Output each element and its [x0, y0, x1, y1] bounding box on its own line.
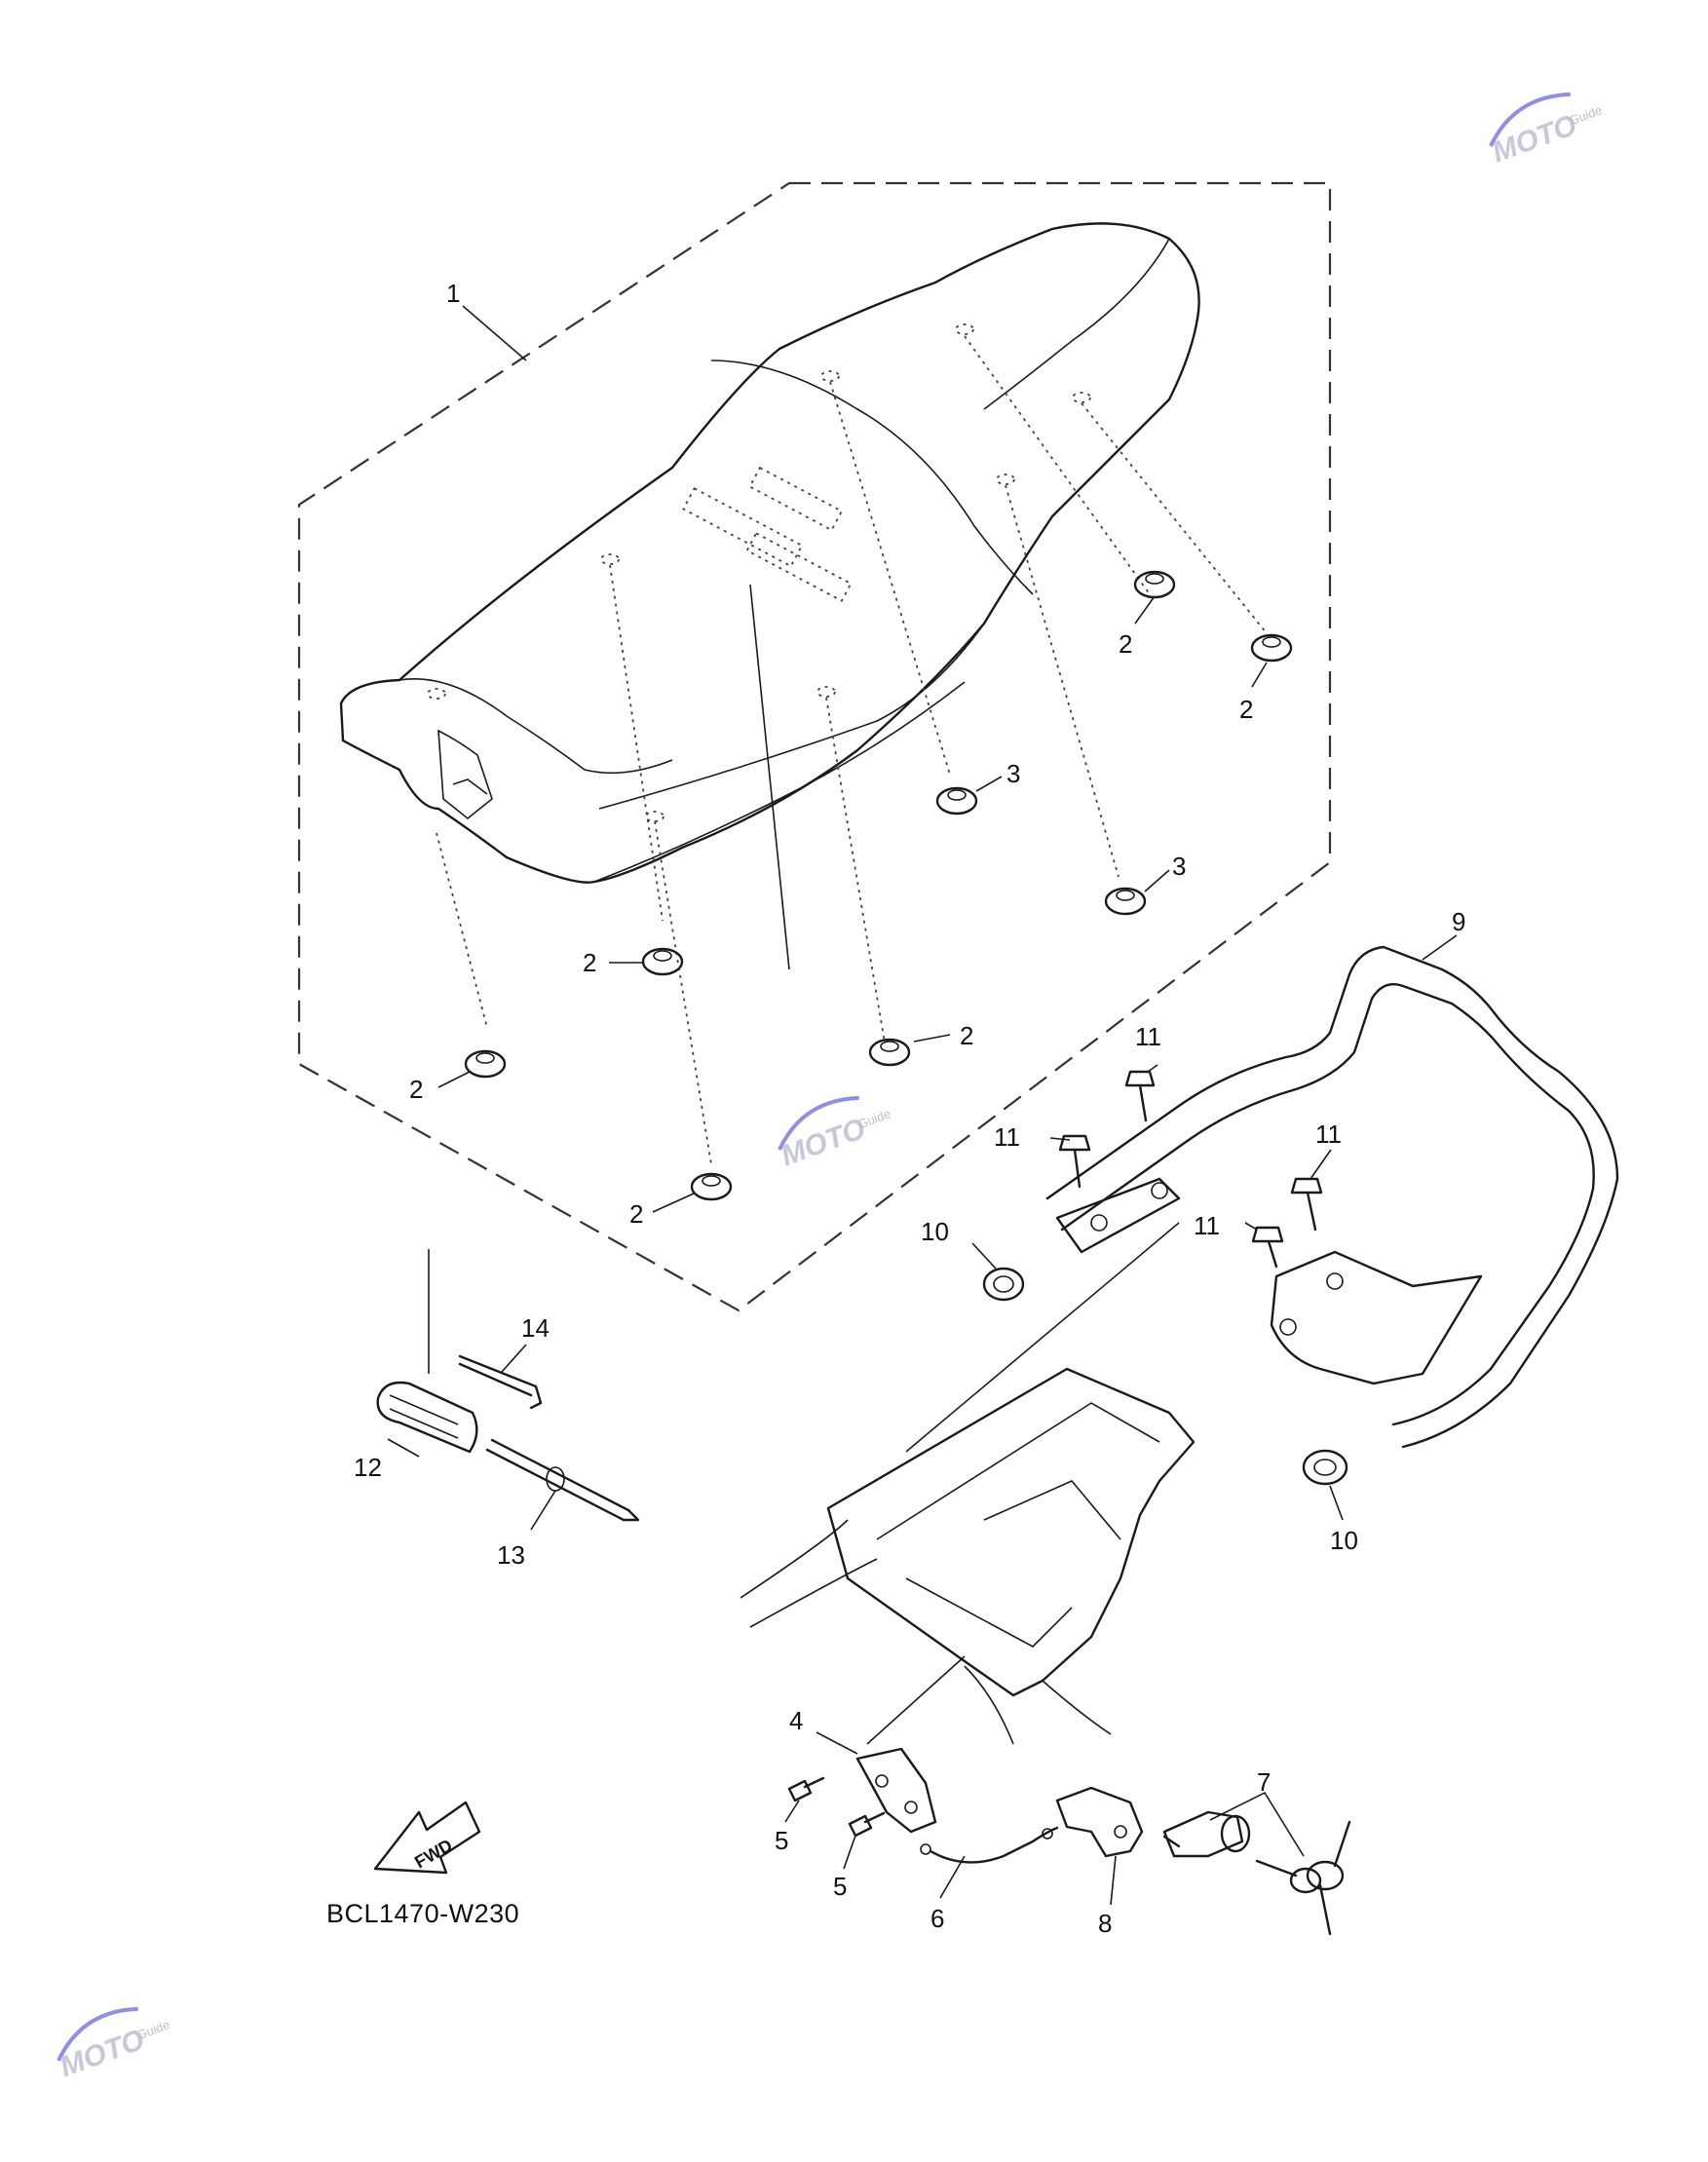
seat [339, 222, 1200, 884]
bolt-5-a [787, 1776, 825, 1802]
callout-13: 13 [497, 1540, 525, 1570]
damper-2-f [1250, 633, 1293, 663]
lock-holder-bracket [1055, 1786, 1144, 1858]
damper-2-a [464, 1049, 507, 1079]
bolt-11-a [1058, 1134, 1091, 1189]
callout-3: 3 [1006, 759, 1020, 788]
seat-lock-bracket [855, 1747, 937, 1834]
callout-10: 10 [1330, 1526, 1358, 1555]
callout-2: 2 [583, 948, 596, 977]
svg-text:MOTO: MOTO [1488, 109, 1580, 170]
callout-6: 6 [930, 1904, 944, 1933]
callout-5: 5 [833, 1872, 847, 1901]
svg-text:MOTO: MOTO [56, 2024, 148, 2084]
callout-2: 2 [1239, 695, 1253, 724]
fwd-arrow: FWD [373, 1801, 481, 1875]
bolt-11-c [1251, 1226, 1284, 1269]
svg-text:Guide: Guide [135, 2017, 172, 2042]
watermark-bottom-left: MOTO Guide [56, 2006, 172, 2084]
callout-11: 11 [1135, 1022, 1161, 1051]
damper-2-b [641, 947, 684, 976]
damper-2-e [1133, 570, 1176, 599]
callout-11: 11 [1315, 1119, 1342, 1149]
callout-7: 7 [1257, 1767, 1271, 1797]
damper-3-a [935, 786, 978, 815]
assembly-boundary [297, 181, 1332, 1312]
callout-8: 8 [1098, 1909, 1112, 1938]
bolt-11-b [1124, 1070, 1156, 1122]
callout-1: 1 [446, 279, 460, 308]
alignment-lines [436, 335, 1268, 1165]
screwdriver-bit [485, 1438, 640, 1522]
damper-2-c [690, 1172, 733, 1201]
grab-bar [905, 945, 1619, 1453]
end-cap-10-b [1302, 1449, 1348, 1486]
hex-wrench [458, 1354, 543, 1410]
key-set [1255, 1820, 1351, 1936]
callout-5: 5 [775, 1826, 788, 1855]
callout-2: 2 [1119, 629, 1132, 659]
svg-text:MOTO: MOTO [777, 1113, 869, 1173]
callout-numbers: 1 2 2 2 2 2 2 3 3 4 5 5 6 7 8 9 10 10 11… [354, 279, 1465, 1938]
callout-2: 2 [409, 1075, 423, 1104]
callout-leaders [387, 305, 1458, 1906]
lock-cable [920, 1826, 1059, 1864]
callout-10: 10 [921, 1217, 949, 1246]
end-cap-10-a [982, 1267, 1025, 1302]
rear-frame [740, 1367, 1196, 1745]
callout-12: 12 [354, 1453, 382, 1482]
seat-lock-cylinder [1162, 1810, 1251, 1858]
diagram-code: BCL1470-W230 [326, 1899, 519, 1928]
callout-9: 9 [1452, 907, 1465, 936]
callout-14: 14 [521, 1313, 550, 1343]
fwd-label: FWD [411, 1836, 455, 1873]
tool-handle [376, 1381, 478, 1454]
damper-3-b [1104, 887, 1147, 916]
callout-11: 11 [994, 1122, 1020, 1152]
svg-text:Guide: Guide [1568, 102, 1605, 128]
callout-3: 3 [1172, 852, 1186, 881]
callout-11: 11 [1194, 1211, 1220, 1240]
callout-2: 2 [960, 1021, 973, 1050]
bolt-5-b [848, 1811, 886, 1838]
svg-text:Guide: Guide [856, 1106, 893, 1131]
damper-2-d [868, 1038, 911, 1067]
callout-2: 2 [629, 1199, 643, 1229]
watermark-center: MOTO Guide [777, 1095, 893, 1173]
watermark-top-right: MOTO Guide [1488, 92, 1605, 170]
bolt-11-d [1290, 1177, 1323, 1232]
callout-4: 4 [789, 1706, 803, 1735]
